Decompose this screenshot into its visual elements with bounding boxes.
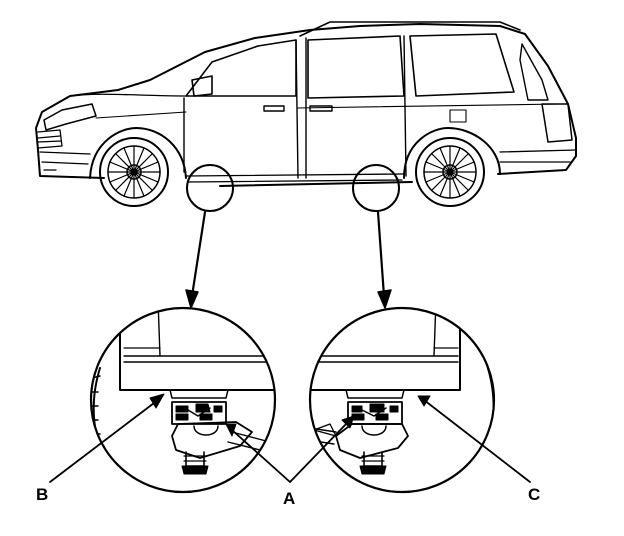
front-grille <box>37 129 63 149</box>
lift-point-marker-front <box>186 164 234 212</box>
zoom-arrow-rear <box>376 210 392 309</box>
beltline <box>95 103 561 119</box>
zoom-arrow-front <box>185 210 207 309</box>
tail-light <box>541 103 573 143</box>
callout-label-a: A <box>283 489 296 508</box>
lift-point-marker-rear <box>352 164 400 212</box>
d-pillar-window <box>519 43 549 101</box>
lift-point-front-detail-icon <box>89 306 277 494</box>
rear-bumper <box>499 149 577 163</box>
rear-wheel <box>415 137 485 207</box>
front-wheel-arch <box>89 127 187 179</box>
callout-label-b: B <box>36 485 49 504</box>
front-door-outline <box>183 39 299 179</box>
lift-point-rear-detail-icon <box>308 306 496 494</box>
front-bumper <box>39 151 91 171</box>
leader-arrow-a-left <box>225 423 291 483</box>
rear-wheel-arch <box>403 127 501 179</box>
rear-quarter-window <box>409 33 515 97</box>
callout-label-c: C <box>528 485 541 504</box>
rocker-panel <box>185 173 405 183</box>
sliding-door-window <box>307 35 405 99</box>
hood-line <box>69 93 187 97</box>
fuel-door <box>449 109 467 123</box>
leader-arrow-b <box>49 393 165 483</box>
roof-rail <box>299 21 521 37</box>
front-door-window <box>185 39 297 97</box>
front-wheel <box>99 137 169 207</box>
leader-arrow-c <box>417 395 531 483</box>
front-door-handle <box>263 105 285 112</box>
leader-arrow-a-right <box>289 415 355 483</box>
sliding-door-handle <box>309 105 333 112</box>
minivan-side-view-icon <box>35 21 577 207</box>
headlight <box>43 103 97 131</box>
side-mirror <box>191 75 213 97</box>
